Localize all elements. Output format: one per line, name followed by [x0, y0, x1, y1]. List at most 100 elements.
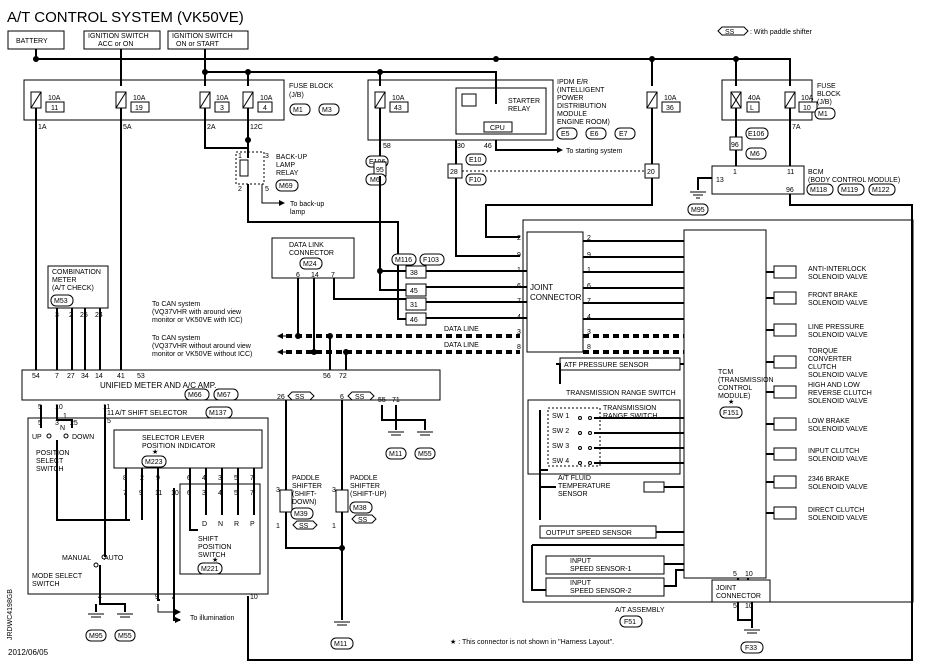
svg-text:1: 1 — [332, 523, 336, 530]
transmission-range-switch: TRANSMISSION RANGE SWITCH SW 1 SW 2 SW 3… — [527, 399, 681, 475]
svg-text:MODULE: MODULE — [557, 111, 587, 118]
svg-text:SWITCH: SWITCH — [36, 466, 64, 473]
connector-e106-right: E106 96 M6 — [729, 127, 769, 160]
svg-text:IPDM E/R: IPDM E/R — [557, 79, 588, 86]
svg-text:1A: 1A — [38, 124, 47, 131]
legend-tag: SS — [725, 29, 735, 36]
solenoid-valve-label: SOLENOID VALVE — [808, 300, 868, 307]
solenoid-valve-label: CLUTCH — [808, 364, 836, 371]
combination-meter: COMBINATION METER (A/T CHECK) M53 3 2 25… — [47, 265, 109, 319]
svg-text:14: 14 — [95, 373, 103, 380]
shift-position-switch: 6 4 3 5 7 6 3 4 5 7 D N R P SHIFT POSITI… — [179, 475, 261, 575]
svg-text:INPUT: INPUT — [570, 558, 592, 565]
svg-text:M6: M6 — [750, 151, 760, 158]
svg-text:3: 3 — [202, 490, 206, 497]
svg-text:46: 46 — [410, 317, 418, 324]
backup-lamp-to: To back-up — [290, 201, 324, 208]
svg-text:ON or START: ON or START — [176, 41, 220, 48]
trs-title: TRANSMISSION RANGE SWITCH — [566, 390, 676, 397]
svg-text:1: 1 — [63, 413, 67, 420]
svg-text:8: 8 — [517, 344, 521, 351]
svg-text:F151: F151 — [723, 410, 739, 417]
solenoid-valve-label: HIGH AND LOW — [808, 382, 860, 389]
svg-text:45: 45 — [410, 288, 418, 295]
can-system-with: To CAN system — [152, 301, 200, 308]
ignition-switch-on: IGNITION SWITCH ON or START — [167, 30, 249, 50]
svg-text:5: 5 — [733, 603, 737, 610]
svg-text:SS: SS — [295, 394, 305, 401]
svg-text:5: 5 — [265, 186, 269, 193]
svg-text:SS: SS — [355, 394, 365, 401]
svg-text:10A: 10A — [260, 95, 273, 102]
svg-text:M55: M55 — [118, 633, 132, 640]
svg-text:7: 7 — [250, 475, 254, 482]
svg-text:34: 34 — [81, 373, 89, 380]
svg-text:M116: M116 — [395, 257, 412, 264]
starter-relay: STARTER RELAY CPU — [455, 87, 547, 135]
atf-temperature-sensor: A/T FLUID TEMPERATURE SENSOR — [558, 475, 665, 498]
atf-pressure-sensor: ATF PRESSURE SENSOR — [559, 357, 681, 371]
svg-text:10: 10 — [55, 404, 63, 411]
svg-text:BATTERY: BATTERY — [16, 38, 48, 45]
svg-text:E7: E7 — [619, 131, 628, 138]
svg-text:6: 6 — [517, 283, 521, 290]
svg-text:14: 14 — [311, 272, 319, 279]
svg-text:7: 7 — [55, 373, 59, 380]
svg-text:96: 96 — [786, 187, 794, 194]
svg-text:M122: M122 — [872, 187, 890, 194]
at-assembly-label: A/T ASSEMBLY — [615, 607, 665, 614]
svg-text:INPUT: INPUT — [570, 580, 592, 587]
svg-text:★: ★ — [728, 398, 734, 406]
svg-text:7: 7 — [517, 298, 521, 305]
svg-text:56: 56 — [323, 373, 331, 380]
svg-text:SS: SS — [358, 517, 368, 524]
svg-text:SHIFTER: SHIFTER — [350, 483, 380, 490]
svg-text:7: 7 — [171, 594, 175, 601]
svg-text:(A/T CHECK): (A/T CHECK) — [52, 285, 94, 292]
svg-text:95: 95 — [376, 167, 384, 174]
svg-text:5A: 5A — [123, 124, 132, 131]
svg-text:M118: M118 — [810, 187, 827, 194]
data-line-2: DATA LINE — [444, 342, 479, 349]
svg-text:monitor or VK50VE with ICC): monitor or VK50VE with ICC) — [152, 317, 243, 324]
svg-text:10: 10 — [803, 105, 811, 112]
svg-text:CONNECTOR: CONNECTOR — [716, 593, 761, 600]
svg-text:ACC or ON: ACC or ON — [98, 41, 133, 48]
solenoid-valve-label: SOLENOID VALVE — [808, 398, 868, 405]
svg-text:10: 10 — [745, 571, 753, 578]
svg-text:lamp: lamp — [290, 209, 305, 216]
solenoid-valve-label: TORQUE — [808, 348, 838, 355]
svg-text:10A: 10A — [664, 95, 677, 102]
svg-text:JOINT: JOINT — [716, 585, 737, 592]
svg-text:28: 28 — [450, 169, 458, 176]
svg-text:2: 2 — [517, 235, 521, 242]
joint-connector-mid-pins: M116 F103 38 45 31 46 — [391, 253, 445, 326]
svg-text:STARTER: STARTER — [508, 98, 540, 105]
svg-text:7A: 7A — [792, 124, 801, 131]
svg-text:BLOCK: BLOCK — [817, 91, 841, 98]
svg-text:6: 6 — [296, 272, 300, 279]
position-select-switch: UP DOWN N POSITION SELECT SWITCH — [32, 425, 94, 473]
svg-text:1: 1 — [276, 523, 280, 530]
svg-text:A/T SHIFT SELECTOR: A/T SHIFT SELECTOR — [115, 410, 187, 417]
solenoid-valve-label: ANTI-INTERLOCK — [808, 266, 867, 273]
svg-text:9: 9 — [587, 252, 591, 259]
fuse-40a: 40A L — [730, 91, 761, 113]
bcm: 13 1 11 96 BCM (BODY CONTROL MODULE) M11… — [711, 165, 900, 196]
svg-text:27: 27 — [67, 373, 75, 380]
svg-text:9: 9 — [517, 252, 521, 259]
svg-text:SPEED SENSOR-1: SPEED SENSOR-1 — [570, 566, 632, 573]
date: 2012/06/05 — [8, 648, 49, 657]
svg-text:11: 11 — [787, 169, 794, 176]
fuse-4: 10A 4 12C — [242, 91, 273, 131]
svg-text:RANGE SWITCH: RANGE SWITCH — [603, 413, 657, 420]
svg-text:11: 11 — [107, 410, 114, 417]
svg-text:PADDLE: PADDLE — [292, 475, 320, 482]
fuse-36: 10A 36 — [646, 91, 681, 113]
fuse-11: 10A 11 1A — [30, 91, 65, 131]
